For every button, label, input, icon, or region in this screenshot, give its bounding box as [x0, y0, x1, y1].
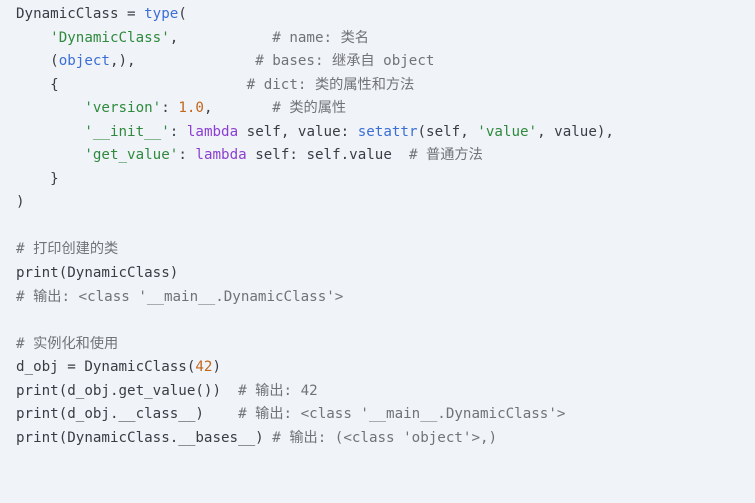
- code-line: 'DynamicClass', # name: 类名: [16, 27, 755, 51]
- code-text: ): [212, 359, 222, 376]
- keyword: lambda: [195, 147, 247, 164]
- code-text: :: [178, 147, 196, 164]
- builtin-name: object: [58, 53, 110, 70]
- code-text: DynamicClass =: [16, 6, 145, 22]
- code-line: 'version': 1.0, # 类的属性: [16, 97, 755, 121]
- builtin-name: setattr: [357, 123, 418, 140]
- code-line: print(d_obj.get_value()) # 输出: 42: [16, 380, 755, 404]
- code-line: { # dict: 类的属性和方法: [16, 74, 755, 98]
- comment: # 打印创建的类: [16, 241, 119, 258]
- code-line: ​: [16, 215, 755, 239]
- string-literal: 'version': [84, 100, 162, 117]
- comment: # 普通方法: [408, 147, 483, 164]
- code-text: print(d_obj.__class__): [16, 406, 239, 423]
- code-line: 'get_value': lambda self: self.value # 普…: [16, 144, 755, 168]
- code-text: d_obj = DynamicClass(: [16, 359, 196, 376]
- string-literal: 'value': [477, 123, 538, 140]
- builtin-name: type: [144, 6, 179, 22]
- comment: # bases: 继承自 object: [255, 53, 435, 70]
- code-line: # 实例化和使用: [16, 333, 755, 357]
- comment: # name: 类名: [272, 29, 369, 46]
- string-literal: '__init__': [84, 123, 170, 140]
- code-text: print(DynamicClass): [16, 265, 179, 282]
- code-line: DynamicClass = type(: [16, 3, 755, 27]
- code-text: :: [161, 100, 179, 117]
- code-line: }: [16, 168, 755, 192]
- code-text: ,),: [109, 53, 256, 70]
- comment: # 输出: (<class 'object'>,): [272, 429, 498, 446]
- code-text: print(DynamicClass.__bases__): [16, 429, 273, 446]
- code-line: # 打印创建的类: [16, 238, 755, 262]
- comment: # 实例化和使用: [16, 335, 119, 352]
- code-line: print(d_obj.__class__) # 输出: <class '__m…: [16, 403, 755, 427]
- code-line: d_obj = DynamicClass(42): [16, 356, 755, 380]
- code-text: self, value:: [238, 123, 358, 140]
- code-text: {: [16, 76, 247, 93]
- comment: # dict: 类的属性和方法: [246, 76, 415, 93]
- keyword: lambda: [186, 123, 239, 140]
- comment: # 输出: <class '__main__.DynamicClass'>: [238, 406, 566, 423]
- code-line: (object,), # bases: 继承自 object: [16, 50, 755, 74]
- code-text: ): [16, 194, 25, 211]
- comment: # 输出: <class '__main__.DynamicClass'>: [16, 288, 344, 305]
- code-text: :: [169, 123, 187, 140]
- code-text: ,: [203, 100, 273, 117]
- code-text: (: [16, 53, 59, 70]
- code-text: ,: [169, 29, 273, 46]
- code-text: (self,: [417, 123, 478, 140]
- number-literal: 42: [195, 359, 213, 376]
- code-text: print(d_obj.get_value()): [16, 382, 239, 399]
- code-line: '__init__': lambda self, value: setattr(…: [16, 121, 755, 145]
- number-literal: 1.0: [178, 100, 204, 117]
- code-text: [16, 124, 84, 140]
- code-text: , value),: [537, 123, 614, 140]
- code-text: self: self.value: [246, 147, 409, 164]
- code-line: print(DynamicClass.__bases__) # 输出: (<cl…: [16, 427, 755, 451]
- code-line: ): [16, 191, 755, 215]
- code-line: print(DynamicClass): [16, 262, 755, 286]
- comment: # 类的属性: [272, 100, 347, 117]
- code-text: (: [178, 6, 187, 22]
- code-line: ​: [16, 309, 755, 333]
- string-literal: 'DynamicClass': [50, 29, 170, 46]
- comment: # 输出: 42: [238, 382, 318, 399]
- string-literal: 'get_value': [84, 147, 179, 164]
- code-text: [16, 100, 84, 116]
- code-text: [16, 147, 84, 163]
- code-line: # 输出: <class '__main__.DynamicClass'>: [16, 286, 755, 310]
- code-text: }: [16, 170, 59, 187]
- code-text: [16, 30, 50, 46]
